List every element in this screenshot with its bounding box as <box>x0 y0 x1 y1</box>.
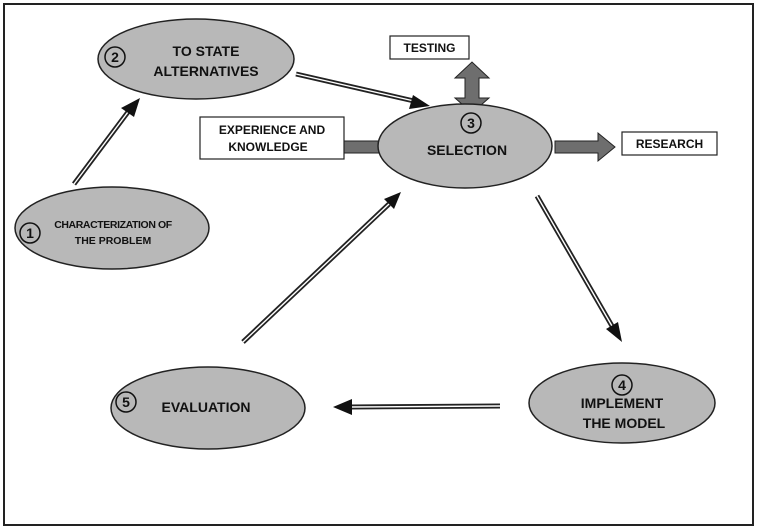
node-3-label: SELECTION <box>427 142 507 158</box>
research-label: RESEARCH <box>636 137 703 151</box>
outer-frame <box>3 3 754 526</box>
node-5-evaluation: 5 EVALUATION <box>110 366 306 450</box>
research-box: RESEARCH <box>621 131 718 156</box>
arrow-4-to-5 <box>333 399 501 415</box>
node-1-number: 1 <box>26 225 34 241</box>
node-2-number-circle <box>104 46 126 68</box>
arrow-selection-testing <box>453 61 491 114</box>
experience-label-line1: EXPERIENCE AND <box>219 123 326 137</box>
arrow-1-to-2 <box>72 98 140 186</box>
node-4-number: 4 <box>618 377 626 393</box>
node-1-label-line2: THE PROBLEM <box>75 235 152 247</box>
node-3-number-circle <box>460 112 482 134</box>
experience-label-line2: KNOWLEDGE <box>228 140 307 154</box>
node-5-number-circle <box>115 391 137 413</box>
testing-box: TESTING <box>389 35 470 60</box>
node-5-label: EVALUATION <box>162 399 251 415</box>
node-1-number-circle <box>19 222 41 244</box>
node-1-characterization: 1 CHARACTERIZATION OF THE PROBLEM <box>14 186 210 270</box>
node-3-selection: 3 SELECTION <box>377 103 553 189</box>
node-3-number: 3 <box>467 115 475 131</box>
testing-label: TESTING <box>403 41 455 55</box>
node-2-label-line2: ALTERNATIVES <box>153 63 258 79</box>
node-4-implement-model: 4 IMPLEMENT THE MODEL <box>528 362 716 444</box>
node-2-state-alternatives: 2 TO STATE ALTERNATIVES <box>97 18 295 100</box>
arrow-2-to-3 <box>295 71 430 109</box>
node-2-label-line1: TO STATE <box>173 43 240 59</box>
arrow-5-to-3 <box>241 192 401 344</box>
arrow-3-to-4 <box>534 194 622 342</box>
arrow-selection-to-research <box>554 131 616 163</box>
node-2-number: 2 <box>111 49 119 65</box>
node-1-label-line1: CHARACTERIZATION OF <box>54 219 173 231</box>
experience-box: EXPERIENCE AND KNOWLEDGE <box>199 116 345 160</box>
node-4-number-circle <box>611 374 633 396</box>
node-5-number: 5 <box>122 394 130 410</box>
node-4-label-line2: THE MODEL <box>583 415 666 431</box>
node-4-label-line1: IMPLEMENT <box>581 395 664 411</box>
